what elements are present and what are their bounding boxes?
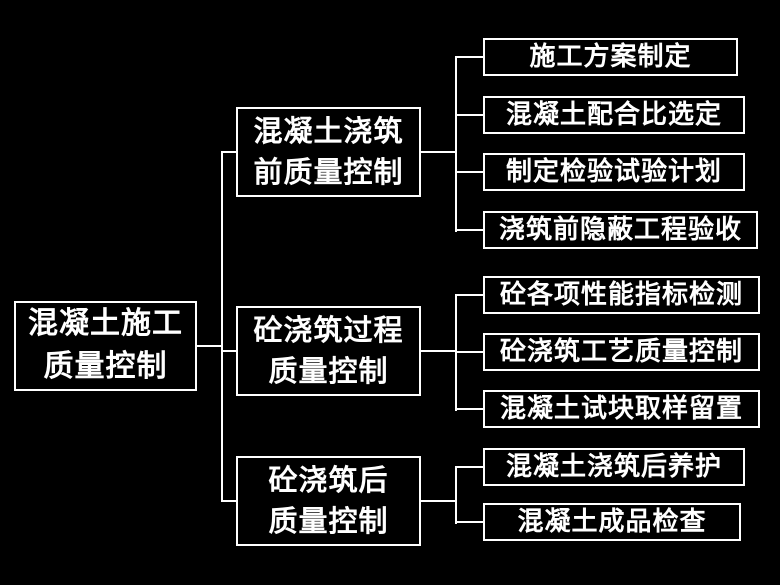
connector-line [421,500,457,502]
branch-node-label-line1: 混凝土浇筑 [253,113,404,148]
leaf-node-label: 砼浇筑工艺质量控制 [499,336,743,367]
connector-line [421,151,457,153]
leaf-node-post-pouring-curing: 混凝土浇筑后养护 [483,448,745,486]
leaf-node-mix-ratio-selection: 混凝土配合比选定 [483,96,745,134]
leaf-node-label: 砼各项性能指标检测 [499,279,743,310]
root-node-label-line1: 混凝土施工 [28,306,183,342]
branch-node-label-line1: 砼浇筑过程 [253,312,404,347]
leaf-node-label: 浇筑前隐蔽工程验收 [498,214,742,245]
leaf-node-label: 混凝土成品检查 [517,506,707,537]
branch-node-pouring-process-quality-control: 砼浇筑过程 质量控制 [236,306,421,396]
leaf-node-performance-index-testing: 砼各项性能指标检测 [483,276,760,314]
branch-node-label-line2: 质量控制 [268,504,389,538]
leaf-node-construction-plan: 施工方案制定 [483,38,738,76]
connector-line [221,151,236,153]
connector-line [455,351,483,353]
branch-node-pre-pouring-quality-control: 混凝土浇筑 前质量控制 [236,107,421,197]
connector-line [455,229,483,231]
connector-line [455,466,483,468]
connector-line [455,408,483,410]
leaf-node-pouring-craft-quality-control: 砼浇筑工艺质量控制 [483,333,760,371]
connector-line [455,171,483,173]
leaf-node-concealed-work-acceptance: 浇筑前隐蔽工程验收 [483,211,758,249]
root-node-label-line2: 质量控制 [43,349,168,384]
connector-line [455,521,483,523]
leaf-node-finished-product-inspection: 混凝土成品检查 [483,503,741,541]
leaf-node-label: 施工方案制定 [529,41,692,72]
branch-node-label-line2: 前质量控制 [253,155,404,189]
leaf-node-label: 制定检验试验计划 [505,156,722,187]
connector-line [455,56,483,58]
connector-line [197,345,223,347]
connector-line [455,466,457,524]
connector-line [221,151,223,502]
connector-line [455,56,457,232]
leaf-node-test-block-sampling: 混凝土试块取样留置 [483,390,760,428]
connector-line [221,350,236,352]
branch-node-label-line2: 质量控制 [268,354,389,388]
leaf-node-label: 混凝土浇筑后养护 [505,451,722,482]
leaf-node-label: 混凝土试块取样留置 [499,393,743,424]
root-node-concrete-quality-control: 混凝土施工 质量控制 [14,301,197,391]
leaf-node-inspection-test-plan: 制定检验试验计划 [483,153,745,191]
connector-line [421,350,457,352]
connector-line [221,500,236,502]
branch-node-post-pouring-quality-control: 砼浇筑后 质量控制 [236,456,421,546]
connector-line [455,294,483,296]
connector-line [455,114,483,116]
branch-node-label-line1: 砼浇筑后 [268,462,389,497]
leaf-node-label: 混凝土配合比选定 [505,99,722,130]
